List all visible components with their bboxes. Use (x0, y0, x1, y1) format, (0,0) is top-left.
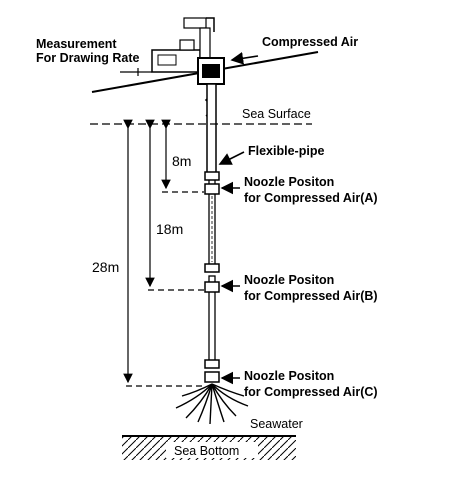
flexible-pipe-arrow (218, 151, 245, 165)
seawater-label: Seawater (250, 417, 303, 431)
pipe-head (197, 57, 225, 117)
flexible-pipe-label: Flexible-pipe (248, 144, 324, 158)
measurement-label-line2: For Drawing Rate (36, 51, 140, 65)
nozzle-b-label-line2: for Compressed Air(B) (244, 289, 378, 303)
nozzle-a-block (204, 171, 220, 195)
depth-label-b: 18m (156, 221, 183, 237)
seawater-flow-lines (175, 383, 249, 425)
nozzle-a-label-line1: Noozle Positon (244, 175, 334, 189)
compressed-air-label: Compressed Air (262, 35, 358, 49)
nozzle-c-block (204, 359, 220, 383)
compressed-air-arrow (230, 51, 259, 65)
nozzle-c-label-line2: for Compressed Air(C) (244, 385, 378, 399)
measurement-apparatus (137, 17, 215, 76)
sea-bottom (122, 435, 296, 460)
nozzle-b-block (204, 263, 220, 293)
main-pipe (206, 83, 217, 367)
nozzle-b-label-line1: Noozle Positon (244, 273, 334, 287)
sea-bottom-label: Sea Bottom (174, 444, 239, 458)
depth-label-c: 28m (92, 259, 119, 275)
nozzle-c-label-line1: Noozle Positon (244, 369, 334, 383)
measurement-label-line1: Measurement (36, 37, 117, 51)
nozzle-a-label-line2: for Compressed Air(A) (244, 191, 378, 205)
sea-surface-label: Sea Surface (242, 107, 311, 121)
depth-label-a: 8m (172, 153, 191, 169)
